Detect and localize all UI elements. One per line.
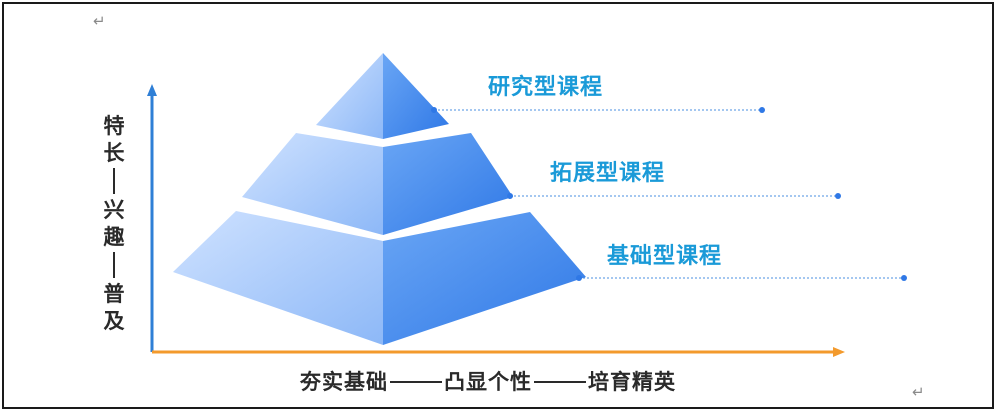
leader-line-research	[431, 107, 765, 113]
y-axis-char: 及	[103, 308, 125, 333]
leader-line-extension	[507, 193, 841, 199]
x-axis	[152, 347, 845, 357]
pyramid-tier-middle	[242, 133, 513, 235]
x-axis-arrow-icon	[833, 347, 845, 357]
x-axis-label: 夯实基础 凸显个性 培育精英	[300, 366, 676, 396]
pyramid-tier-top	[316, 53, 449, 139]
x-axis-dash	[390, 380, 442, 383]
pyramid-tier-base	[173, 211, 586, 345]
leader-line-foundation	[576, 275, 907, 281]
return-mark-icon: ↵	[93, 12, 106, 30]
y-axis-char: 兴	[103, 197, 125, 222]
y-axis-arrow-icon	[147, 84, 157, 96]
tier-label-extension: 拓展型课程	[550, 161, 666, 186]
x-axis-dash	[534, 380, 586, 383]
diagram-frame	[2, 2, 994, 409]
y-axis-dash	[113, 168, 115, 194]
y-axis	[147, 84, 157, 352]
return-mark-icon: ↵	[912, 383, 925, 401]
x-axis-part: 夯实基础	[300, 369, 388, 394]
x-axis-part: 凸显个性	[444, 369, 532, 394]
y-axis-char: 趣	[103, 224, 125, 249]
y-axis-label: 特 长 兴 趣 普 及	[100, 112, 128, 334]
y-axis-char: 长	[103, 140, 125, 165]
y-axis-char: 普	[103, 281, 125, 306]
x-axis-part: 培育精英	[588, 369, 676, 394]
y-axis-char: 特	[103, 113, 125, 138]
tier-label-foundation: 基础型课程	[607, 244, 723, 269]
y-axis-dash	[113, 252, 115, 278]
tier-label-research: 研究型课程	[488, 75, 604, 100]
